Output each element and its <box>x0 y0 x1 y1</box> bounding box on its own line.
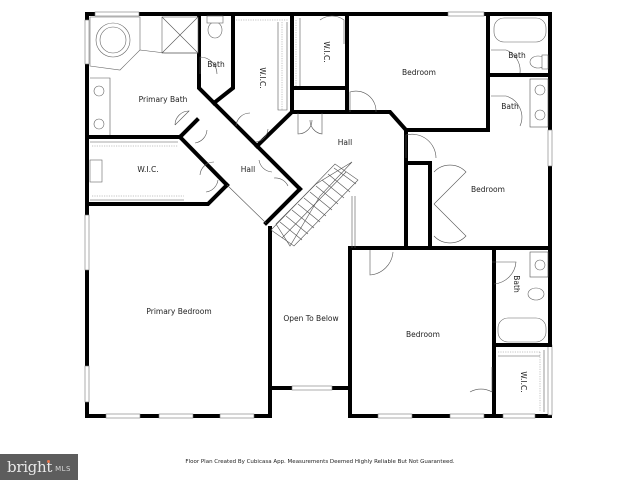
room-label-hall-upper: Hall <box>338 138 352 147</box>
doors <box>174 15 523 393</box>
interior-walls <box>85 12 552 418</box>
disclaimer-text: Floor Plan Created By Cubicasa App. Meas… <box>185 459 455 465</box>
room-label-bath-right-3: Bath <box>512 275 521 293</box>
room-label-bedroom-bottom: Bedroom <box>406 330 440 339</box>
logo-sub-text: MLS <box>55 464 71 473</box>
staircase <box>270 161 359 247</box>
logo-main-text: bright <box>7 458 53 476</box>
room-label-wic-left: W.I.C. <box>137 165 158 174</box>
room-label-hall-diagonal: Hall <box>241 165 255 174</box>
room-label-wic-bottom-right: W.I.C. <box>519 371 528 392</box>
bright-mls-logo: bright MLS <box>0 454 78 480</box>
room-label-bath-right-2: Bath <box>501 102 519 111</box>
room-label-bedroom-right: Bedroom <box>471 185 505 194</box>
windows <box>84 11 553 419</box>
room-labels: Primary BathBathW.I.C.W.I.C.BedroomBathB… <box>137 41 528 392</box>
room-label-wic-center-top: W.I.C. <box>258 67 267 88</box>
room-label-bath-small-top-left: Bath <box>207 60 225 69</box>
room-label-wic-top: W.I.C. <box>322 41 331 62</box>
logo-accent-dot <box>47 460 51 463</box>
room-label-primary-bedroom: Primary Bedroom <box>146 307 211 316</box>
room-label-bath-top-right: Bath <box>508 51 526 60</box>
room-label-open-to-below: Open To Below <box>283 314 338 323</box>
fixtures-and-shelves <box>89 15 549 412</box>
exterior-walls <box>85 12 552 418</box>
room-label-bedroom-top: Bedroom <box>402 68 436 77</box>
room-label-primary-bath: Primary Bath <box>139 95 188 104</box>
